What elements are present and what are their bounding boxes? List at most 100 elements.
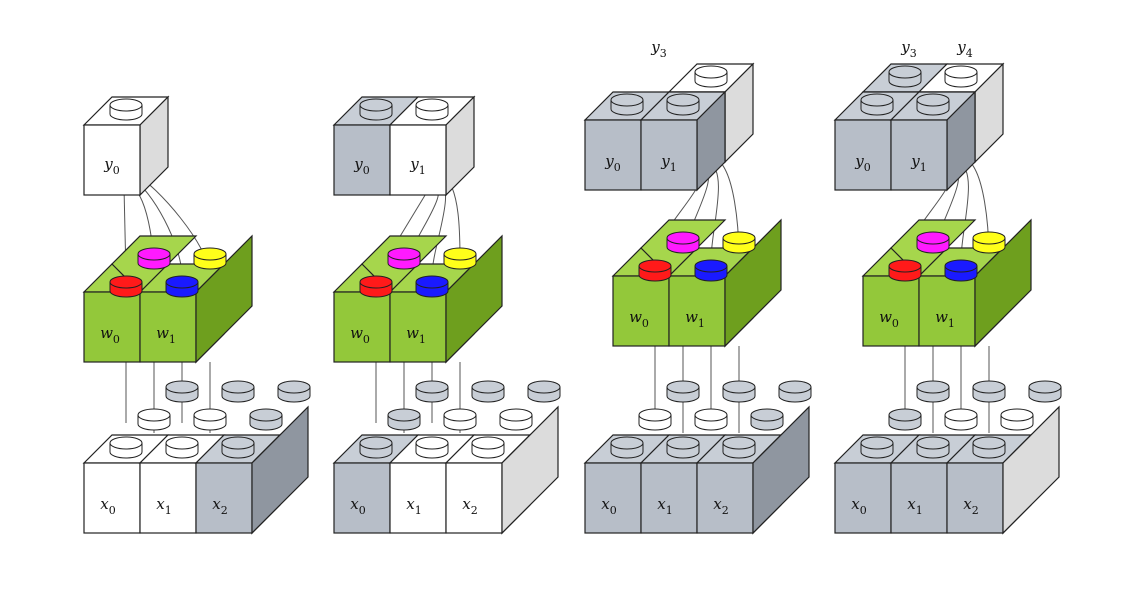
panel-1-weight-0-block-front — [83, 291, 141, 363]
panel-1-stud-icon — [137, 408, 171, 431]
panel-4-stud-icon — [916, 380, 950, 403]
panel-1-input-back-stud-2-1 — [221, 380, 255, 403]
panel-4-stud-icon — [888, 408, 922, 431]
panel-4-top-label-1: y4 — [956, 38, 972, 60]
panel-3-input-back-stud-1-0 — [638, 408, 672, 431]
panel-2-input-back-stud-2-2 — [527, 380, 561, 403]
panel-4-input-1-block-front — [890, 462, 948, 534]
panel-3-stud-icon — [750, 408, 784, 431]
panel-3-output-1-label: y1 — [660, 152, 676, 174]
panel-1-input-back-stud-1-0 — [137, 408, 171, 431]
panel-4-top-label-0: y3 — [900, 38, 916, 60]
panel-4-weight-side-face — [974, 218, 1032, 348]
panel-4-input-2-block-front — [946, 462, 1004, 534]
panel-4-output-0-label: y0 — [854, 152, 870, 174]
panel-4-input-0-label: x0 — [851, 495, 866, 517]
panel-4-yellow-stud-icon — [972, 231, 1006, 254]
panel-2-yellow-stud-icon — [443, 247, 477, 270]
panel-1-blue-stud-icon — [165, 275, 199, 298]
panel-3-input-2-block-front — [696, 462, 754, 534]
panel-3-stud-icon — [722, 380, 756, 403]
panel-3-output-0-block-front — [584, 119, 642, 191]
panel-3-weight-side-face — [724, 218, 782, 348]
panel-3-output-1-block-front — [640, 119, 698, 191]
panel-4-input-back-stud-1-0 — [888, 408, 922, 431]
panel-2-magenta-stud-icon — [387, 247, 421, 270]
panel-1-output-0-label: y0 — [103, 155, 119, 177]
panel-3-weight-1-label: w1 — [685, 308, 705, 330]
panel-2-input-2-block-stud-icon — [471, 436, 505, 459]
panel-4-output-back-0-block-stud-icon — [888, 65, 922, 88]
panel-2-input-0-block-front — [333, 462, 391, 534]
panel-2-input-2-label: x2 — [462, 495, 477, 517]
panel-2-stud-icon — [527, 380, 561, 403]
panel-2-weight-0-block-front — [333, 291, 391, 363]
panel-4-input-back-stud-1-1 — [944, 408, 978, 431]
panel-1-stud-icon — [277, 380, 311, 403]
panel-3-input-0-block-stud-icon — [610, 436, 644, 459]
panel-4-magenta-stud-icon — [916, 231, 950, 254]
panel-1-input-2-block-stud-icon — [221, 436, 255, 459]
panel-4-weight-1-label: w1 — [935, 308, 955, 330]
panel-2-weight-studs — [359, 247, 477, 298]
panel-1-input-0-block-stud-icon — [109, 436, 143, 459]
panel-2-input-2-block-front — [445, 462, 503, 534]
panel-3-input-1-block-stud-icon — [666, 436, 700, 459]
panel-1-input-1-block-stud-icon — [165, 436, 199, 459]
panel-4-output-0-block-front — [834, 119, 892, 191]
panel-2-weight-1-label: w1 — [406, 324, 426, 346]
panel-2-input-back-stud-2-0 — [415, 380, 449, 403]
panel-2-output-1-block-stud-icon — [415, 98, 449, 121]
panel-3-stud-icon — [778, 380, 812, 403]
panel-2-stud-icon — [415, 380, 449, 403]
panel-1-magenta-stud-icon — [137, 247, 171, 270]
panel-2-output-1-block — [388, 95, 476, 197]
panel-1-input-back-stud-2-0 — [165, 380, 199, 403]
panel-3-input-2-block-stud-icon — [722, 436, 756, 459]
panel-4-output-1-block-front — [890, 119, 948, 191]
panel-1-input-0-block-front — [83, 462, 141, 534]
panel-3-weight-0-block-front — [612, 275, 670, 347]
panel-1-input-2-label: x2 — [212, 495, 227, 517]
panel-4-input-2-label: x2 — [963, 495, 978, 517]
panel-2-input-back-stud-1-0 — [387, 408, 421, 431]
panel-4-input-1-block-stud-icon — [916, 436, 950, 459]
panel-4-weight-0-block-front — [862, 275, 920, 347]
panel-3-blue-stud-icon — [694, 259, 728, 282]
panel-3-magenta-stud-icon — [666, 231, 700, 254]
block-layer — [82, 62, 1062, 535]
panel-4-input-back-stud-2-2 — [1028, 380, 1062, 403]
panel-1-output-0-block-front — [83, 124, 141, 196]
panel-4-input-1-label: x1 — [907, 495, 922, 517]
panel-1-yellow-stud-icon — [193, 247, 227, 270]
panel-4-stud-icon — [1028, 380, 1062, 403]
panel-3-output-1-block-stud-icon — [666, 93, 700, 116]
panel-1-input-side-face — [251, 405, 309, 535]
panel-2-input-0-block-stud-icon — [359, 436, 393, 459]
panel-1-weight-0-label: w0 — [100, 324, 120, 346]
panel-1-input-1-block-front — [139, 462, 197, 534]
panel-1-weight-studs — [109, 247, 227, 298]
panel-1-stud-icon — [193, 408, 227, 431]
panel-3-input-0-label: x0 — [601, 495, 616, 517]
panel-3-input-back-stud-2-0 — [666, 380, 700, 403]
panel-3-yellow-stud-icon — [722, 231, 756, 254]
panel-3-weight-1-block-front — [668, 275, 726, 347]
panel-4-output-1-block — [889, 90, 977, 192]
panel-4-output-1-block-stud-icon — [916, 93, 950, 116]
panel-3-output-0-block — [583, 91, 671, 191]
panel-3-input-0-block — [583, 434, 671, 534]
panel-3-input-0-block-front — [584, 462, 642, 534]
panel-1-input-2-block-front — [195, 462, 253, 534]
panel-3-input-back-stud-2-1 — [722, 380, 756, 403]
panel-2-input-back-stud-1-1 — [443, 408, 477, 431]
panel-4-input-back-stud-2-1 — [972, 380, 1006, 403]
panel-2-stud-icon — [387, 408, 421, 431]
panel-1-weight-side-face — [195, 234, 253, 364]
panel-4-blue-stud-icon — [944, 259, 978, 282]
panel-3-output-0-block-stud-icon — [610, 93, 644, 116]
panel-3-input-2-label: x2 — [713, 495, 728, 517]
panel-3-output-0-label: y0 — [604, 152, 620, 174]
panel-3-input-1-label: x1 — [657, 495, 672, 517]
panel-2-input-back-stud-2-1 — [471, 380, 505, 403]
